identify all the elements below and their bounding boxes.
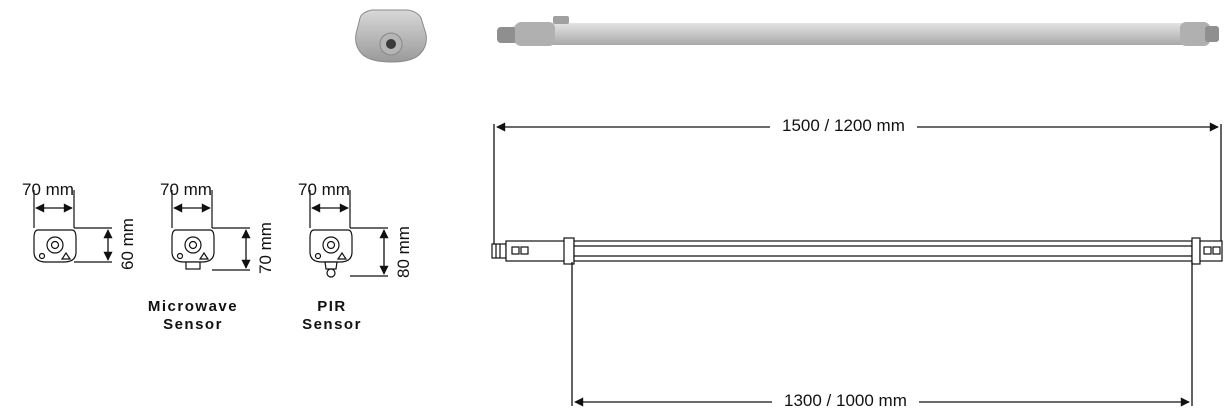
height-label-3: 80 mm bbox=[394, 226, 413, 278]
pir-sensor-caption: PIR Sensor bbox=[290, 298, 374, 334]
width-label-3: 70 mm bbox=[298, 180, 350, 199]
width-label-2: 70 mm bbox=[160, 180, 212, 199]
end-cap-photo bbox=[355, 9, 427, 63]
pir-caption-line2: Sensor bbox=[302, 316, 362, 333]
overall-length-label: 1500 / 1200 mm bbox=[770, 116, 917, 136]
sensor-head-2 bbox=[171, 190, 250, 271]
height-label-2: 70 mm bbox=[256, 222, 275, 274]
overall-length-dimension bbox=[493, 122, 1222, 250]
microwave-sensor-caption: Microwave Sensor bbox=[134, 298, 252, 334]
tube-length-label: 1300 / 1000 mm bbox=[772, 391, 919, 411]
pir-caption-line1: PIR bbox=[317, 298, 347, 315]
microwave-caption-line2: Sensor bbox=[163, 316, 223, 333]
sensor-height-arrows bbox=[103, 229, 389, 275]
tube-product-photo bbox=[497, 16, 1219, 46]
width-label-1: 70 mm bbox=[22, 180, 74, 199]
sensor-head-1 bbox=[33, 190, 112, 263]
height-label-1: 60 mm bbox=[118, 218, 137, 270]
sensor-head-3 bbox=[309, 190, 388, 278]
tube-length-dimension bbox=[571, 262, 1193, 407]
microwave-caption-line1: Microwave bbox=[147, 298, 239, 315]
tube-drawing bbox=[491, 237, 1223, 265]
